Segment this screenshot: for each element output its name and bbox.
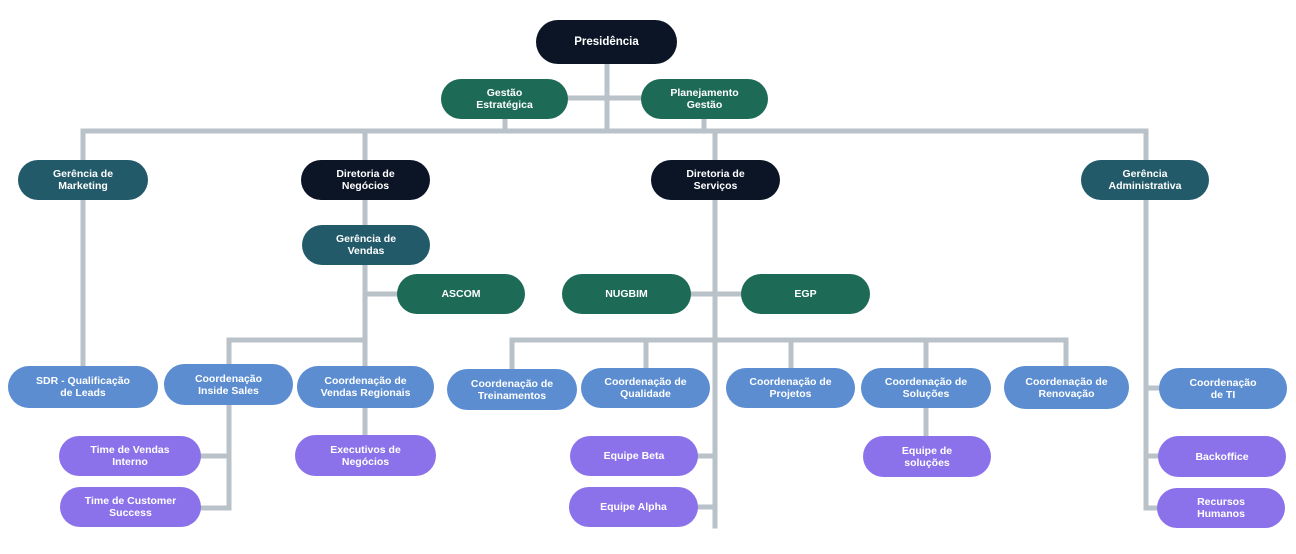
coord-renovacao-label: Coordenação de Renovação xyxy=(1025,375,1108,400)
sdr-label: SDR - Qualificação de Leads xyxy=(36,375,130,399)
recursos-humanos-label: Recursos Humanos xyxy=(1197,496,1245,520)
gerencia-administrativa-node: Gerência Administrativa xyxy=(1081,160,1209,200)
coord-ti-node: Coordenação de TI xyxy=(1159,368,1287,409)
coord-inside-sales-label: Coordenação Inside Sales xyxy=(194,372,263,397)
gerencia-vendas-label: Gerência de Vendas xyxy=(335,233,397,257)
diretoria-servicos-node: Diretoria de Serviços xyxy=(651,160,780,200)
coord-solucoes-node: Coordenação de Soluções xyxy=(861,368,991,408)
time-vendas-interno-label: Time de Vendas Interno xyxy=(90,444,170,468)
gestao-estrategica-label: Gestão Estratégica xyxy=(476,87,533,111)
recursos-humanos-node: Recursos Humanos xyxy=(1157,488,1285,528)
nugbim-node: NUGBIM xyxy=(562,274,691,314)
presidencia-node: Presidência xyxy=(536,20,677,64)
coord-vendas-regionais-node: Coordenação de Vendas Regionais xyxy=(297,366,434,408)
time-vendas-interno-node: Time de Vendas Interno xyxy=(59,436,201,476)
executivos-negocios-label: Executivos de Negócios xyxy=(330,443,401,468)
sdr-node: SDR - Qualificação de Leads xyxy=(8,366,158,408)
planejamento-gestao-label: Planejamento Gestão xyxy=(670,87,739,111)
ascom-node: ASCOM xyxy=(397,274,525,314)
gerencia-administrativa-label: Gerência Administrativa xyxy=(1108,168,1182,192)
coord-solucoes-label: Coordenação de Soluções xyxy=(884,376,968,400)
nugbim-label: NUGBIM xyxy=(605,288,648,300)
coord-vendas-regionais-label: Coordenação de Vendas Regionais xyxy=(320,375,411,399)
coord-ti-label: Coordenação de TI xyxy=(1189,376,1257,401)
equipe-alpha-label: Equipe Alpha xyxy=(600,501,667,513)
diretoria-negocios-node: Diretoria de Negócios xyxy=(301,160,430,200)
coord-treinamentos-label: Coordenação de Treinamentos xyxy=(470,377,554,402)
diretoria-negocios-label: Diretoria de Negócios xyxy=(336,168,395,192)
egp-label: EGP xyxy=(794,288,817,300)
equipe-solucoes-node: Equipe de soluções xyxy=(863,436,991,477)
coord-renovacao-node: Coordenação de Renovação xyxy=(1004,366,1129,409)
diretoria-servicos-label: Diretoria de Serviços xyxy=(686,168,745,192)
time-customer-success-node: Time de Customer Success xyxy=(60,487,201,527)
equipe-beta-label: Equipe Beta xyxy=(603,450,665,462)
presidencia-label: Presidência xyxy=(574,36,639,48)
planejamento-gestao-node: Planejamento Gestão xyxy=(641,79,768,119)
executivos-negocios-node: Executivos de Negócios xyxy=(295,435,436,476)
coord-inside-sales-node: Coordenação Inside Sales xyxy=(164,364,293,405)
equipe-alpha-node: Equipe Alpha xyxy=(569,487,698,527)
equipe-beta-node: Equipe Beta xyxy=(570,436,698,476)
gerencia-vendas-node: Gerência de Vendas xyxy=(302,225,430,265)
gerencia-marketing-label: Gerência de Marketing xyxy=(52,168,114,192)
coord-projetos-label: Coordenação de Projetos xyxy=(749,376,832,400)
time-customer-success-label: Time de Customer Success xyxy=(84,495,177,519)
coord-projetos-node: Coordenação de Projetos xyxy=(726,368,855,408)
backoffice-label: Backoffice xyxy=(1195,450,1249,463)
coord-qualidade-node: Coordenação de Qualidade xyxy=(581,368,710,408)
equipe-solucoes-label: Equipe de soluções xyxy=(901,444,953,469)
egp-node: EGP xyxy=(741,274,870,314)
backoffice-node: Backoffice xyxy=(1158,436,1286,477)
gerencia-marketing-node: Gerência de Marketing xyxy=(18,160,148,200)
gestao-estrategica-node: Gestão Estratégica xyxy=(441,79,568,119)
coord-qualidade-label: Coordenação de Qualidade xyxy=(604,376,687,400)
coord-treinamentos-node: Coordenação de Treinamentos xyxy=(447,369,577,410)
ascom-label: ASCOM xyxy=(441,288,481,300)
